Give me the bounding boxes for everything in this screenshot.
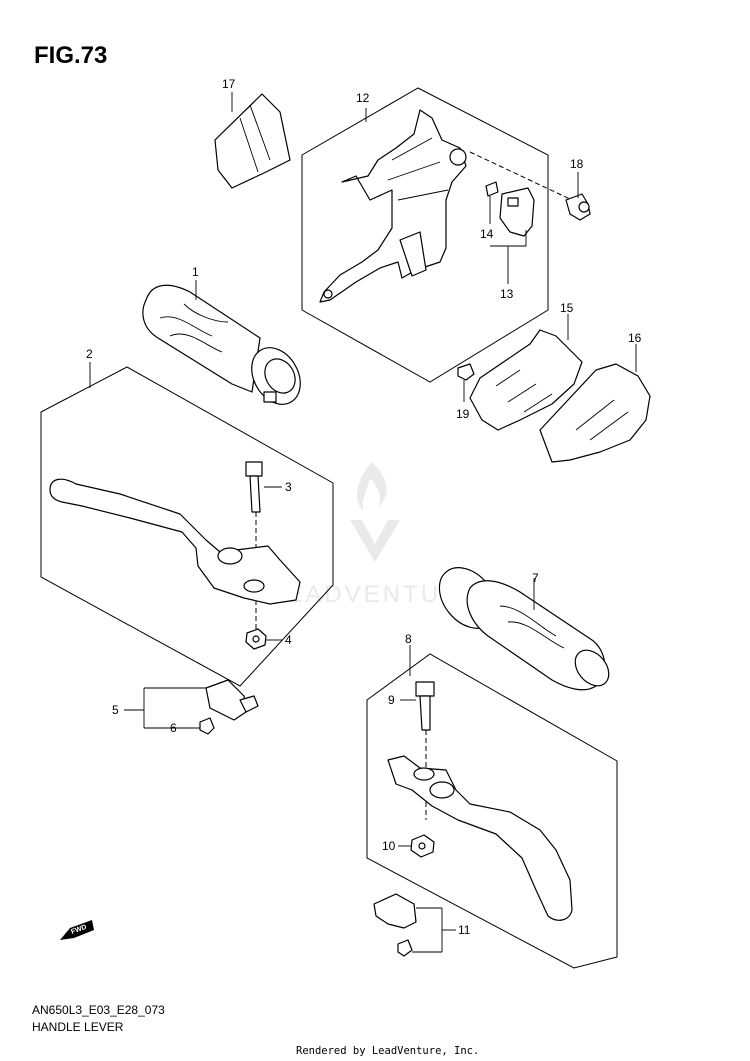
callout-19: 19 <box>456 407 470 421</box>
part-4-nut <box>245 628 267 650</box>
part-14-screw <box>485 181 499 197</box>
dashline-12-18 <box>469 151 573 201</box>
callout-12: 12 <box>356 91 370 105</box>
fwd-arrow-icon: FWD <box>60 920 94 940</box>
rendered-by-credit: Rendered by LeadVenture, Inc. <box>296 1045 480 1057</box>
part-11-screw <box>397 939 413 957</box>
part-6-screw <box>199 717 215 735</box>
callout-7: 7 <box>532 571 539 585</box>
callout-13: 13 <box>500 287 514 301</box>
callout-9: 9 <box>388 693 395 707</box>
part-11-switch <box>373 893 417 929</box>
frame-right-lever-group <box>366 653 618 969</box>
callout-10: 10 <box>382 839 396 853</box>
frame-throttle-housing-group <box>301 87 549 383</box>
part-13-switch <box>499 187 535 237</box>
callout-1: 1 <box>192 265 199 279</box>
part-15-bracket <box>469 329 583 431</box>
callout-2: 2 <box>86 347 93 361</box>
part-8-right-lever <box>387 755 573 921</box>
callout-4: 4 <box>285 633 292 647</box>
watermark-flame-icon <box>357 462 387 512</box>
callout-15: 15 <box>560 301 574 315</box>
callout-6: 6 <box>170 721 177 735</box>
watermark-v-icon <box>350 520 400 562</box>
part-3-bolt <box>245 461 263 513</box>
part-12-throttle-housing <box>319 109 467 303</box>
callout-17: 17 <box>222 77 236 91</box>
callout-8: 8 <box>405 632 412 646</box>
callouts: 17 12 18 14 13 1 2 15 16 19 3 4 5 6 7 <box>86 77 642 953</box>
part-19-screw <box>457 363 475 381</box>
part-17-cover <box>214 93 291 189</box>
callout-3: 3 <box>285 480 292 494</box>
callout-18: 18 <box>570 157 584 171</box>
footer-figure-code: AN650L3_E03_E28_073 <box>32 1003 165 1017</box>
part-5-switch <box>205 679 259 721</box>
callout-5: 5 <box>112 703 119 717</box>
part-1-left-grip <box>142 284 301 405</box>
part-18-screw <box>565 193 591 221</box>
part-7-right-grip <box>438 567 610 691</box>
part-9-bolt <box>415 681 435 731</box>
frame-left-lever-group <box>40 366 334 687</box>
footer-figure-name: HANDLE LEVER <box>32 1020 124 1034</box>
part-16-hand-guard <box>539 363 651 463</box>
part-2-left-lever <box>49 478 301 605</box>
callout-16: 16 <box>628 331 642 345</box>
callout-14: 14 <box>480 227 494 241</box>
figure-title: FIG.73 <box>34 42 108 69</box>
part-10-nut <box>410 834 435 858</box>
callout-11: 11 <box>458 923 471 937</box>
